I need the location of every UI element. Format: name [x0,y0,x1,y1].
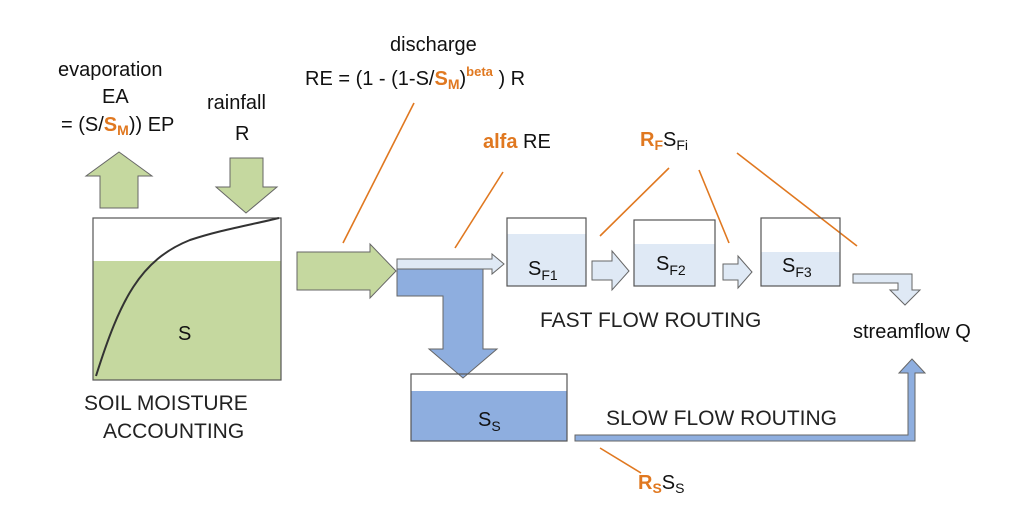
ea-label: EA [102,86,129,108]
discharge-label: discharge [390,34,477,56]
fast-store-1-label: SF1 [528,258,558,283]
soil-moisture-caption-line1: SOIL MOISTURE [84,392,248,415]
fast-flow-routing-label: FAST FLOW ROUTING [540,309,761,332]
slow-store: SS [410,373,568,442]
rainfall-arrow [214,157,279,214]
rainfall-label: rainfall [207,92,266,114]
slow-flow-diversion-arrow [396,267,499,379]
rs-ss-label: RSSS [638,472,684,496]
fast-store-1: SF1 [506,217,587,287]
fast-store-2: SF2 [633,219,716,287]
soil-moisture-curve [95,217,280,377]
fast-store-3-label: SF3 [782,255,812,280]
rf-leader-line-2 [698,169,730,244]
soil-moisture-store-label: S [178,323,191,345]
fast-route-arrow-2 [722,254,753,290]
fast-route-arrow-1 [591,249,630,292]
discharge-arrow [296,242,397,300]
ea-formula: = (S/SM)) EP [61,114,174,138]
re-formula: RE = (1 - (1-S/SM)beta ) R [305,64,525,92]
discharge-leader-line [342,102,415,244]
fast-outflow-arrow [852,273,922,306]
rs-leader-line [599,447,642,474]
soil-moisture-box [92,217,282,381]
streamflow-label: streamflow Q [853,321,971,343]
fast-store-3: SF3 [760,217,841,287]
alfa-re-label: alfa RE [483,131,551,153]
alfa-leader-line [454,171,504,249]
rf-leader-line-3 [736,152,858,247]
soil-moisture-store: S [92,217,282,381]
evaporation-label: evaporation [58,59,163,81]
rainfall-symbol: R [235,123,249,145]
slow-store-label: SS [478,409,501,434]
soil-moisture-fill [93,261,281,380]
rf-leader-line-1 [599,167,670,237]
slow-flow-routing-arrow [574,358,927,442]
fast-store-2-label: SF2 [656,253,686,278]
soil-moisture-caption-line2: ACCOUNTING [103,420,244,443]
evaporation-arrow [84,151,154,209]
fast-flow-input-arrow [396,252,505,276]
slow-flow-routing-label: SLOW FLOW ROUTING [606,407,837,430]
rf-sfi-label: RFSFi [640,129,688,153]
